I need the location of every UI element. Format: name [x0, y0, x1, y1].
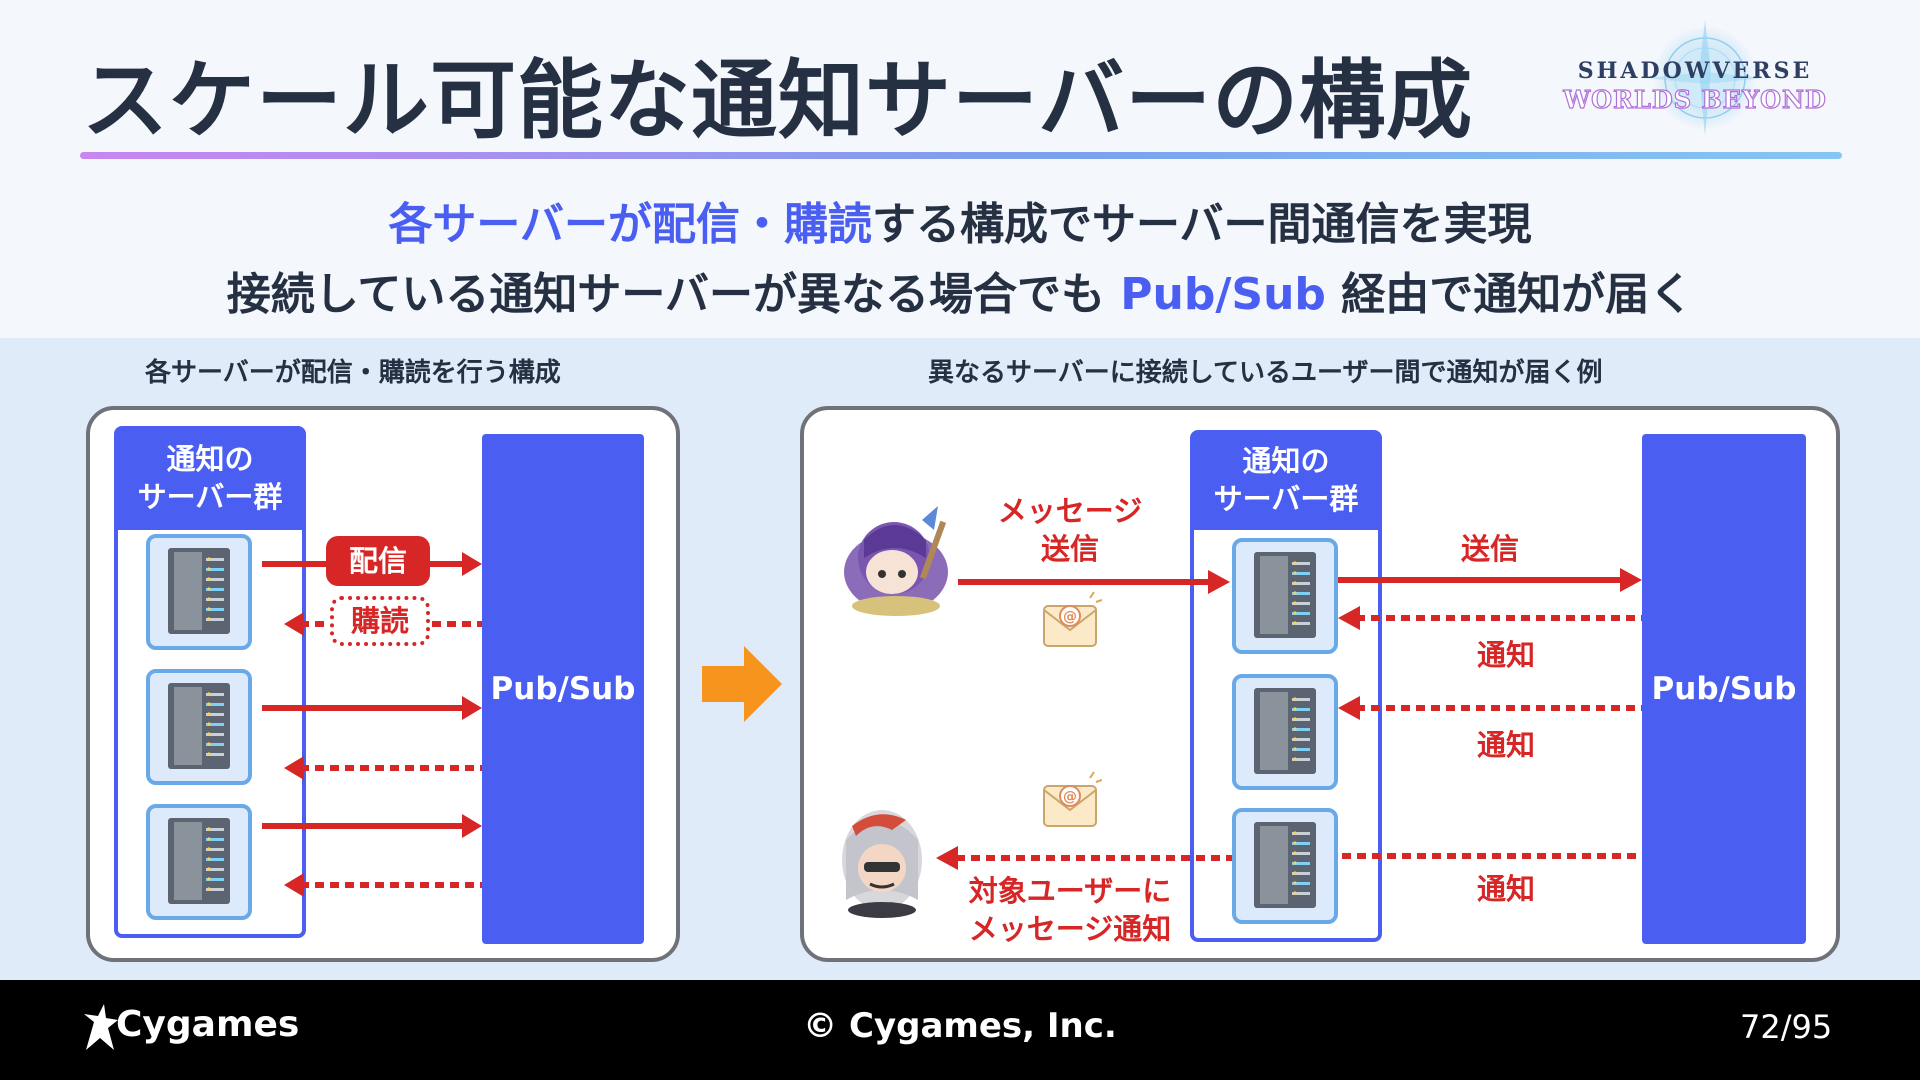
- send-label: 送信: [1460, 532, 1519, 566]
- message-send-label: メッセージ 送信: [997, 494, 1143, 566]
- subscribe-label: 購読: [330, 596, 430, 646]
- cygames-logo-icon: [84, 1004, 118, 1050]
- server-rack-icon: [1254, 688, 1316, 774]
- next-arrow-icon: [702, 646, 782, 722]
- sender-avatar: [844, 506, 948, 616]
- mail-icon: @: [1043, 771, 1102, 827]
- target-notify-label: 対象ユーザーに メッセージ通知: [968, 874, 1172, 946]
- recipient-avatar: [842, 810, 922, 918]
- server-icon: [1232, 538, 1338, 654]
- server-icon: [146, 669, 252, 785]
- left-pubsub-block: Pub/Sub: [482, 434, 644, 944]
- server-icon: [1232, 808, 1338, 924]
- server-rack-icon: [1254, 552, 1316, 638]
- left-server-group-header: 通知の サーバー群: [118, 430, 302, 530]
- svg-text:SHADOWVERSE: SHADOWVERSE: [1578, 58, 1812, 84]
- arrowhead-icon: [462, 696, 482, 720]
- footer-copyright: © Cygames, Inc.: [803, 1006, 1117, 1046]
- arrowhead-icon: [284, 873, 304, 897]
- server-icon: [146, 534, 252, 650]
- server-icon: [1232, 674, 1338, 790]
- arrowhead-icon: [1338, 696, 1360, 720]
- server-rack-icon: [168, 548, 230, 634]
- arrowhead-icon: [284, 756, 304, 780]
- svg-text:@: @: [1063, 609, 1077, 625]
- publish-label: 配信: [326, 536, 430, 586]
- title-divider: [80, 152, 1842, 159]
- server-icon: [146, 804, 252, 920]
- footer: [0, 980, 1920, 1080]
- right-diagram-caption: 異なるサーバーに接続しているユーザー間で通知が届く例: [928, 358, 1603, 388]
- mail-icon: @: [1043, 591, 1102, 647]
- server-rack-icon: [168, 683, 230, 769]
- page-number: 72/95: [1740, 1008, 1833, 1046]
- notify-label: 通知: [1476, 872, 1535, 906]
- page-title: スケール可能な通知サーバーの構成: [82, 51, 1474, 151]
- arrowhead-icon: [462, 814, 482, 838]
- right-server-group-header: 通知の サーバー群: [1194, 434, 1378, 530]
- footer-brand: Cygames: [116, 1004, 300, 1045]
- summary-line-1: 各サーバーが配信・購読する構成でサーバー間通信を実現: [388, 199, 1532, 250]
- notify-label: 通知: [1476, 638, 1535, 672]
- right-pubsub-block: Pub/Sub: [1642, 434, 1806, 944]
- arrowhead-icon: [1208, 570, 1230, 594]
- arrowhead-icon: [284, 612, 304, 636]
- left-diagram-caption: 各サーバーが配信・購読を行う構成: [145, 358, 561, 388]
- summary-line-2: 接続している通知サーバーが異なる場合でも Pub/Sub 経由で通知が届く: [226, 269, 1694, 320]
- arrowhead-icon: [462, 552, 482, 576]
- server-rack-icon: [1254, 822, 1316, 908]
- server-rack-icon: [168, 818, 230, 904]
- shadowverse-logo: SHADOWVERSE WORLDS BEYOND: [1562, 20, 1827, 136]
- arrowhead-icon: [936, 846, 958, 870]
- notify-label: 通知: [1476, 728, 1535, 762]
- arrowhead-icon: [1338, 606, 1360, 630]
- arrowhead-icon: [1620, 568, 1642, 592]
- svg-text:WORLDS BEYOND: WORLDS BEYOND: [1562, 85, 1827, 114]
- svg-text:@: @: [1063, 789, 1077, 805]
